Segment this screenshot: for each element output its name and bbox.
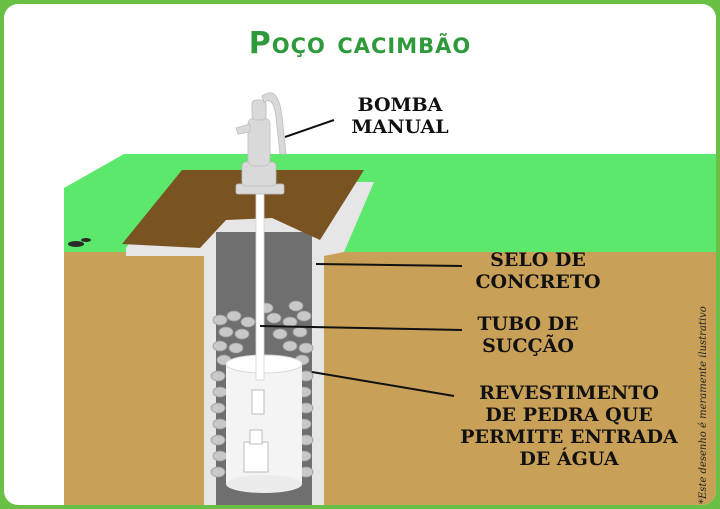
pointer-line-seal [315, 263, 463, 267]
grass-mark [68, 241, 84, 247]
illustrative-note: *Este desenho é meramente ilustrativo [698, 306, 709, 504]
label-line: REVESTIMENTO [479, 382, 659, 404]
label-stone-lining: REVESTIMENTO DE PEDRA QUE PERMITE ENTRAD… [456, 382, 682, 470]
concrete-wall-left [204, 236, 216, 505]
diagram-title: Poço cacimbão [248, 26, 472, 61]
label-hand-pump: BOMBA MANUAL [340, 94, 460, 138]
pointer-line-tube [259, 325, 463, 331]
label-line: TUBO DE [477, 313, 579, 335]
pointer-line-pump [284, 119, 335, 138]
grass-mark [81, 238, 91, 242]
soil-block [64, 252, 716, 505]
label-line: SELO DE [490, 249, 586, 271]
label-line: DE PEDRA QUE [485, 404, 653, 426]
label-suction-tube: TUBO DE SUCÇÃO [468, 313, 588, 357]
wooden-lid [122, 170, 364, 248]
label-line: PERMITE ENTRADA [460, 426, 678, 448]
pointer-line-lining [311, 371, 455, 397]
label-line: DE ÁGUA [519, 448, 619, 470]
suction-tube [255, 193, 265, 381]
label-line: BOMBA [357, 94, 443, 116]
diagram-frame: Poço cacimbão [4, 4, 716, 505]
foot-valve [243, 429, 269, 473]
concrete-wall-right [312, 236, 324, 505]
well-illustration [64, 92, 716, 505]
label-line: SUCÇÃO [482, 335, 574, 357]
pipe-strainer [251, 389, 265, 415]
label-line: MANUAL [351, 116, 449, 138]
hand-pump [235, 92, 287, 195]
label-concrete-seal: SELO DE CONCRETO [468, 249, 608, 293]
label-line: CONCRETO [475, 271, 601, 293]
